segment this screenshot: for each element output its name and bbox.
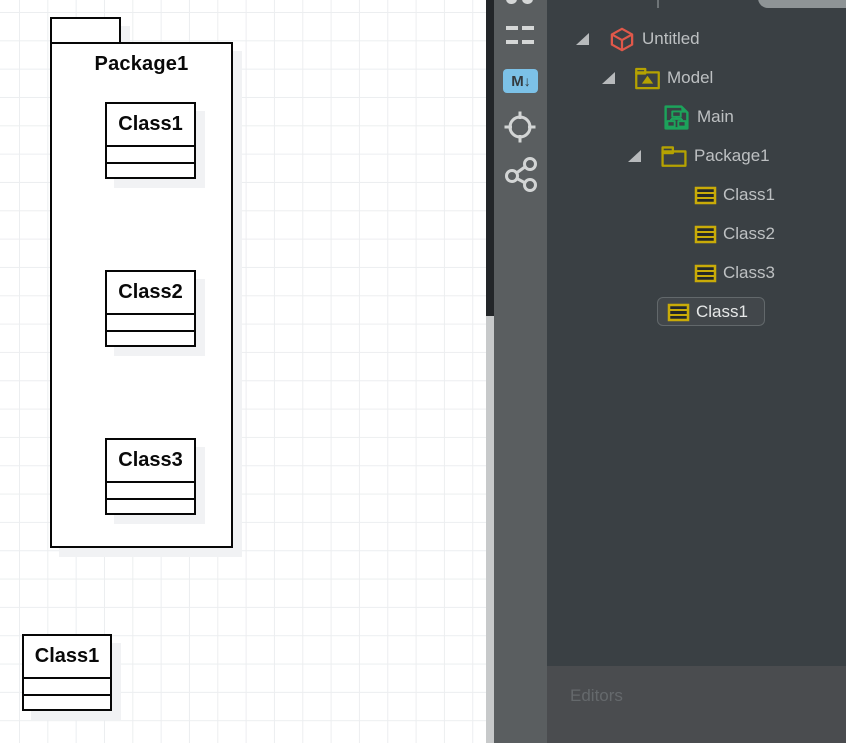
- tree-item-untitled[interactable]: Untitled: [547, 24, 846, 54]
- uml-class-box[interactable]: Class1: [105, 102, 196, 179]
- tree-item-model[interactable]: Model: [547, 63, 846, 93]
- class-icon: [667, 303, 690, 322]
- class-attributes-compartment[interactable]: [107, 481, 194, 498]
- grid-square: [505, 40, 518, 44]
- locate-target-icon[interactable]: [502, 109, 538, 145]
- class-operations-compartment[interactable]: [107, 162, 194, 177]
- class-icon: [694, 264, 717, 283]
- expand-triangle-icon[interactable]: [576, 33, 589, 45]
- clipped-header-text: [657, 0, 659, 8]
- editors-panel-header[interactable]: Editors: [547, 666, 846, 743]
- tree-item-label: Class1: [696, 302, 748, 321]
- package-name: Package1: [94, 53, 189, 75]
- tree-item-label: Model: [667, 68, 714, 87]
- project-cube-icon: [608, 26, 636, 53]
- clipped-top-icon[interactable]: [522, 0, 533, 4]
- uml-class-box[interactable]: Class3: [105, 438, 196, 515]
- markdown-down-arrow: ↓: [523, 73, 531, 89]
- uml-package-tab[interactable]: [50, 17, 121, 44]
- editors-panel-label: Editors: [570, 686, 623, 705]
- expand-triangle-icon[interactable]: [628, 150, 641, 162]
- sidebar-toolbar: M↓: [494, 0, 547, 743]
- tree-item-class1-selected[interactable]: Class1: [547, 297, 846, 327]
- tree-item-label: Class3: [723, 263, 775, 282]
- tree-item-label: Class2: [723, 224, 775, 243]
- class-icon: [694, 186, 717, 205]
- class-operations-compartment[interactable]: [107, 330, 194, 345]
- class-attributes-compartment[interactable]: [107, 313, 194, 330]
- grid-square: [521, 26, 534, 30]
- tree-item-class1[interactable]: Class1: [547, 180, 846, 210]
- grid-square: [521, 40, 534, 44]
- tree-item-label: Untitled: [642, 29, 700, 48]
- tree-item-class3[interactable]: Class3: [547, 258, 846, 288]
- tree-item-label: Main: [697, 107, 734, 126]
- model-explorer-panel: Untitled Model: [547, 0, 846, 666]
- grid-square: [505, 26, 518, 30]
- expand-triangle-icon[interactable]: [602, 72, 615, 84]
- tree-item-main[interactable]: Main: [547, 102, 846, 132]
- class-name: Class1: [118, 113, 183, 135]
- package-folder-icon: [660, 144, 688, 168]
- class-icon: [694, 225, 717, 244]
- share-graph-icon[interactable]: [503, 156, 539, 192]
- class-name: Class2: [118, 281, 183, 303]
- scrollbar-thumb[interactable]: [486, 316, 494, 743]
- canvas-scrollbar[interactable]: [486, 0, 494, 743]
- tree-item-label: Package1: [694, 146, 770, 165]
- tree-item-label: Class1: [723, 185, 775, 204]
- uml-class-box[interactable]: Class2: [105, 270, 196, 347]
- clipped-search-box[interactable]: [758, 0, 846, 8]
- model-folder-icon: [634, 66, 661, 91]
- class-name: Class1: [34, 645, 100, 667]
- class-name: Class3: [118, 449, 183, 471]
- layout-grid-icon[interactable]: [505, 23, 534, 47]
- uml-class-box[interactable]: Class1: [22, 634, 112, 711]
- class-attributes-compartment[interactable]: [24, 677, 110, 694]
- diagram-canvas[interactable]: Package1 Class1 Class2 Class3 Class1: [0, 0, 486, 743]
- markdown-m: M: [511, 72, 523, 90]
- class-diagram-icon: [662, 103, 691, 132]
- tree-item-package1[interactable]: Package1: [547, 141, 846, 171]
- class-operations-compartment[interactable]: [24, 694, 110, 709]
- scrollbar-track[interactable]: [486, 0, 494, 316]
- class-operations-compartment[interactable]: [107, 498, 194, 513]
- markdown-icon[interactable]: M↓: [503, 69, 538, 93]
- class-attributes-compartment[interactable]: [107, 145, 194, 162]
- clipped-top-icon[interactable]: [506, 0, 517, 4]
- tree-item-class2[interactable]: Class2: [547, 219, 846, 249]
